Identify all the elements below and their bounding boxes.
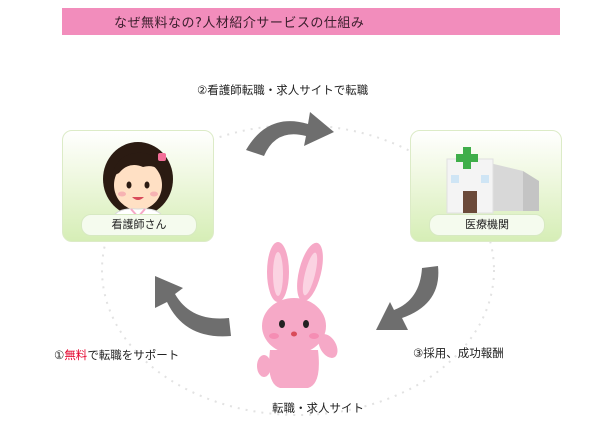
step1-suffix: で転職をサポート (87, 348, 180, 362)
arrow-site-to-nurse-icon (155, 276, 231, 337)
title-bar: なぜ無料なの?人材紹介サービスの仕組み (62, 8, 560, 35)
step3-label: ③採用、成功報酬 (413, 346, 504, 360)
site-label: 転職・求人サイト (272, 401, 364, 415)
step1-label: ①無料で転職をサポート (54, 347, 179, 363)
pink-rabbit-mascot (257, 242, 338, 388)
step1-prefix: ① (54, 348, 65, 362)
page-title: なぜ無料なの?人材紹介サービスの仕組み (114, 16, 365, 31)
hospital-card: 医療機関 (410, 130, 562, 242)
nurse-card: 看護師さん (62, 130, 214, 242)
arrow-nurse-to-hospital-icon (246, 112, 334, 156)
step2-label: ②看護師転職・求人サイトで転職 (197, 83, 369, 97)
nurse-face-icon (103, 142, 173, 221)
hospital-label: 医療機関 (429, 214, 545, 236)
nurse-label: 看護師さん (81, 214, 197, 236)
arrow-hospital-to-site-icon (376, 266, 439, 330)
hospital-building-icon (446, 147, 539, 214)
step1-free-highlight: 無料 (64, 348, 88, 362)
